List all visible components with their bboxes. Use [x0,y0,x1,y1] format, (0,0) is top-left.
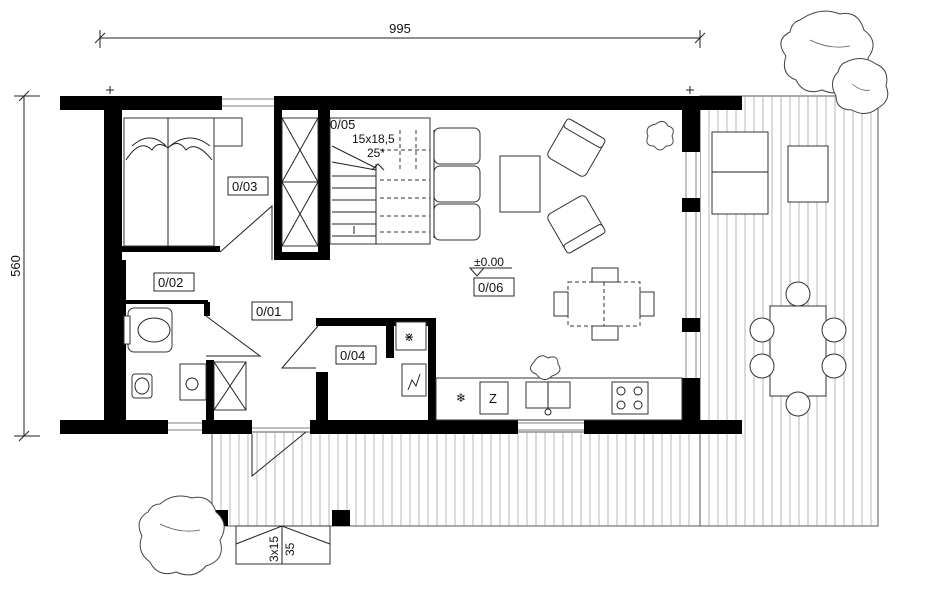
stair-label: 0/05 [330,117,355,132]
svg-text:0/03: 0/03 [232,179,257,194]
windows [168,98,697,431]
wardrobe [281,117,319,247]
dimension-height-label: 560 [8,255,23,277]
steps-depth: 35 [283,542,297,556]
room-label-0-02: 0/02 [153,272,195,292]
terrace-dining [749,281,847,417]
svg-text:0/01: 0/01 [256,304,281,319]
level-label: ±0.00 [474,255,504,269]
room-label-0-03: 0/03 [227,176,269,196]
steps-count: 3x15 [267,536,281,562]
stair-spec: 15x18,5 [352,132,395,146]
doors [205,204,319,478]
walls [60,96,742,434]
terrace-lounge [711,131,829,215]
plant-icon [646,120,674,151]
dining-table [553,267,655,341]
front-terrace-deck [211,431,701,527]
room-label-0-04: 0/04 [335,345,377,365]
fridge-mark: Z [489,391,497,406]
svg-text:0/04: 0/04 [340,348,365,363]
armchair-top [547,118,606,177]
room-label-0-01: 0/01 [251,301,293,321]
kitchen-plant-icon [530,355,561,380]
stair-treads: 25* [367,146,385,160]
survey-marks [106,86,694,94]
kitchen-counter: Z ❄ [435,377,683,421]
cooktop [611,381,649,415]
dimension-width: 995 [94,21,706,48]
tree-icon-front [138,495,225,576]
pantry-symbols: ⋇ [395,321,427,397]
entry-steps: 3x15 35 [235,525,331,565]
bathroom-fixtures [123,307,247,411]
snowflake-icon: ❄ [456,391,466,405]
bedroom-furniture [123,117,243,247]
svg-text:0/02: 0/02 [158,275,183,290]
dimension-height: 560 [8,90,40,442]
dimension-width-label: 995 [389,21,411,36]
staircase: 0/05 15x18,5 25* [329,117,431,245]
coffee-table [499,155,541,213]
tree-icon [780,10,889,114]
fridge [479,381,509,415]
ventilation-icon: ⋇ [404,330,414,344]
sofa [433,127,481,241]
svg-text:0/06: 0/06 [478,280,503,295]
room-label-0-06: 0/06 [473,277,515,297]
level-mark: ±0.00 [468,255,512,277]
armchair-bottom [547,195,606,254]
